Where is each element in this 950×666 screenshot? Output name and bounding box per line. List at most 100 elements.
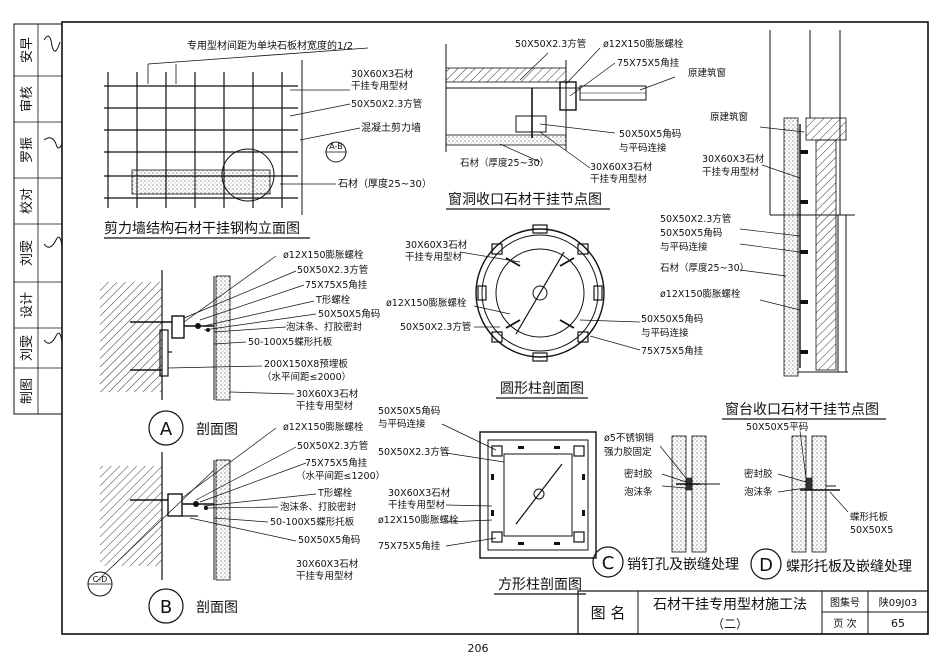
section-a-label: （水平间距≤2000） — [262, 371, 351, 383]
drawing-name: 石材干挂专用型材施工法 — [653, 597, 807, 613]
detail-c-label: 泡沫条 — [624, 486, 653, 498]
elevation-label: 干挂专用型材 — [351, 80, 409, 92]
title-block-label: 图 名 — [591, 604, 626, 622]
sill-label: 干挂专用型材 — [702, 166, 760, 178]
elevation-callout: A-B — [329, 142, 342, 151]
elevation-label: 30X60X3石材 — [351, 68, 414, 80]
section-a-drawing — [100, 255, 317, 401]
round-col-label: 50X50X2.3方管 — [400, 321, 471, 333]
round-col-label: 75X75X5角挂 — [641, 345, 704, 357]
elevation-drawing — [104, 47, 369, 215]
atlas-number: 陕09J03 — [879, 596, 917, 609]
section-b-marker-letter: B — [160, 597, 172, 618]
section-b-label: 50X50X2.3方管 — [297, 440, 368, 452]
drawing-subtitle: （二） — [712, 617, 748, 631]
sill-label: 50X50X5角码 — [660, 227, 722, 239]
section-b-callout: C-D — [93, 575, 108, 584]
window-sill-title: 窗台收口石材干挂节点图 — [725, 401, 879, 418]
detail-d-title: 蝶形托板及嵌缝处理 — [786, 559, 912, 575]
signature-column: 安早 审核 罗振 校对 刘雯 设计 刘雯 制图 — [13, 23, 63, 415]
sill-label: 原建筑窗 — [710, 111, 748, 123]
detail-d-drawing — [777, 430, 849, 553]
section-a-label: 50-100X5蝶形托板 — [248, 336, 333, 348]
detail-c-label: ø5不锈钢销 — [604, 432, 654, 444]
window-label: 50X50X5角码 — [619, 128, 681, 140]
window-label: 原建筑窗 — [688, 67, 726, 79]
detail-c-title: 销钉孔及嵌缝处理 — [627, 557, 739, 573]
title-block — [577, 590, 929, 635]
atlas-label: 图集号 — [830, 596, 860, 609]
window-label: 与平码连接 — [619, 142, 667, 154]
elevation-top-note: 专用型材间距为单块石板材宽度的1/2 — [187, 39, 353, 52]
role-label: 审核 — [20, 86, 35, 112]
section-a-title: 剖面图 — [196, 422, 238, 438]
square-column-drawing — [441, 423, 597, 559]
detail-c-label: 强力胶固定 — [604, 446, 652, 458]
section-b-drawing — [87, 427, 317, 597]
round-col-label: 30X60X3石材 — [405, 239, 468, 251]
elevation-label: 50X50X2.3方管 — [351, 98, 422, 110]
window-label: ø12X150膨胀螺栓 — [603, 38, 684, 50]
elevation-label: 石材（厚度25~30） — [338, 177, 432, 190]
detail-d-label: 50X50X5 — [850, 525, 893, 536]
detail-d-label: 泡沫条 — [744, 486, 773, 498]
window-opening-drawing — [445, 44, 676, 169]
sign-name: 罗振 — [20, 137, 35, 163]
section-a-label: T形螺栓 — [315, 294, 351, 306]
sill-label: 石材（厚度25~30） — [660, 262, 749, 274]
detail-c-drawing — [659, 435, 720, 553]
section-b-label: 75X75X5角挂 — [305, 457, 368, 469]
elevation-title: 剪力墙结构石材干挂钢构立面图 — [104, 221, 300, 237]
section-b-label: 50-100X5蝶形托板 — [270, 516, 355, 528]
section-a-label: 干挂专用型材 — [296, 400, 354, 412]
sill-label: 30X60X3石材 — [702, 153, 765, 165]
detail-d-label: 蝶形托板 — [850, 511, 889, 523]
square-col-label: 干挂专用型材 — [388, 499, 446, 511]
sill-label: 50X50X2.3方管 — [660, 213, 731, 225]
section-b-title: 剖面图 — [196, 600, 238, 616]
detail-d-label: 密封胶 — [744, 468, 773, 480]
window-label: 石材（厚度25~30） — [460, 157, 549, 169]
section-a-label: 30X60X3石材 — [296, 388, 359, 400]
detail-d-marker — [750, 548, 782, 580]
round-col-label: 50X50X5角码 — [641, 313, 703, 325]
square-column-title: 方形柱剖面图 — [498, 577, 582, 593]
role-label: 校对 — [19, 188, 35, 214]
square-col-label: 75X75X5角挂 — [378, 540, 441, 552]
section-b-label: 50X50X5角码 — [298, 534, 360, 546]
role-label: 制图 — [20, 378, 35, 404]
window-label: 75X75X5角挂 — [617, 57, 680, 69]
detail-c-marker-letter: C — [602, 553, 615, 574]
round-column-drawing — [459, 224, 641, 362]
book-page-number: 206 — [468, 642, 489, 655]
section-a-label: 75X75X5角挂 — [305, 279, 368, 291]
square-col-label: 50X50X2.3方管 — [378, 446, 449, 458]
sill-label: 与平码连接 — [660, 241, 708, 253]
window-sill-drawing — [739, 30, 855, 377]
square-col-label: 30X60X3石材 — [388, 487, 451, 499]
round-col-label: 与平码连接 — [641, 327, 689, 339]
section-b-label: ø12X150膨胀螺栓 — [283, 421, 364, 433]
round-col-label: ø12X150膨胀螺栓 — [386, 297, 467, 309]
section-a-marker-letter: A — [160, 419, 173, 440]
sign-name: 刘雯 — [20, 335, 35, 361]
section-b-label: 干挂专用型材 — [296, 570, 354, 582]
role-label: 设计 — [20, 292, 35, 318]
window-label: 干挂专用型材 — [590, 173, 648, 185]
section-b-label: T形螺栓 — [317, 487, 353, 499]
round-col-label: 干挂专用型材 — [405, 251, 463, 263]
square-col-label: 50X50X5角码 — [378, 405, 440, 417]
square-col-label: 与平码连接 — [378, 418, 426, 430]
section-a-label: 50X50X2.3方管 — [297, 264, 368, 276]
sheet-page-number: 65 — [891, 617, 905, 630]
section-a-label: 50X50X5角码 — [318, 308, 380, 320]
detail-d-marker-letter: D — [759, 555, 773, 576]
detail-c-marker — [592, 546, 624, 578]
sign-name: 安早 — [20, 37, 35, 63]
window-opening-title: 窗洞收口石材干挂节点图 — [448, 191, 602, 208]
sign-name: 刘雯 — [20, 240, 35, 266]
square-col-label: ø12X150膨胀螺栓 — [378, 514, 459, 526]
sill-label: ø12X150膨胀螺栓 — [660, 288, 741, 300]
window-label: 50X50X2.3方管 — [515, 38, 586, 50]
